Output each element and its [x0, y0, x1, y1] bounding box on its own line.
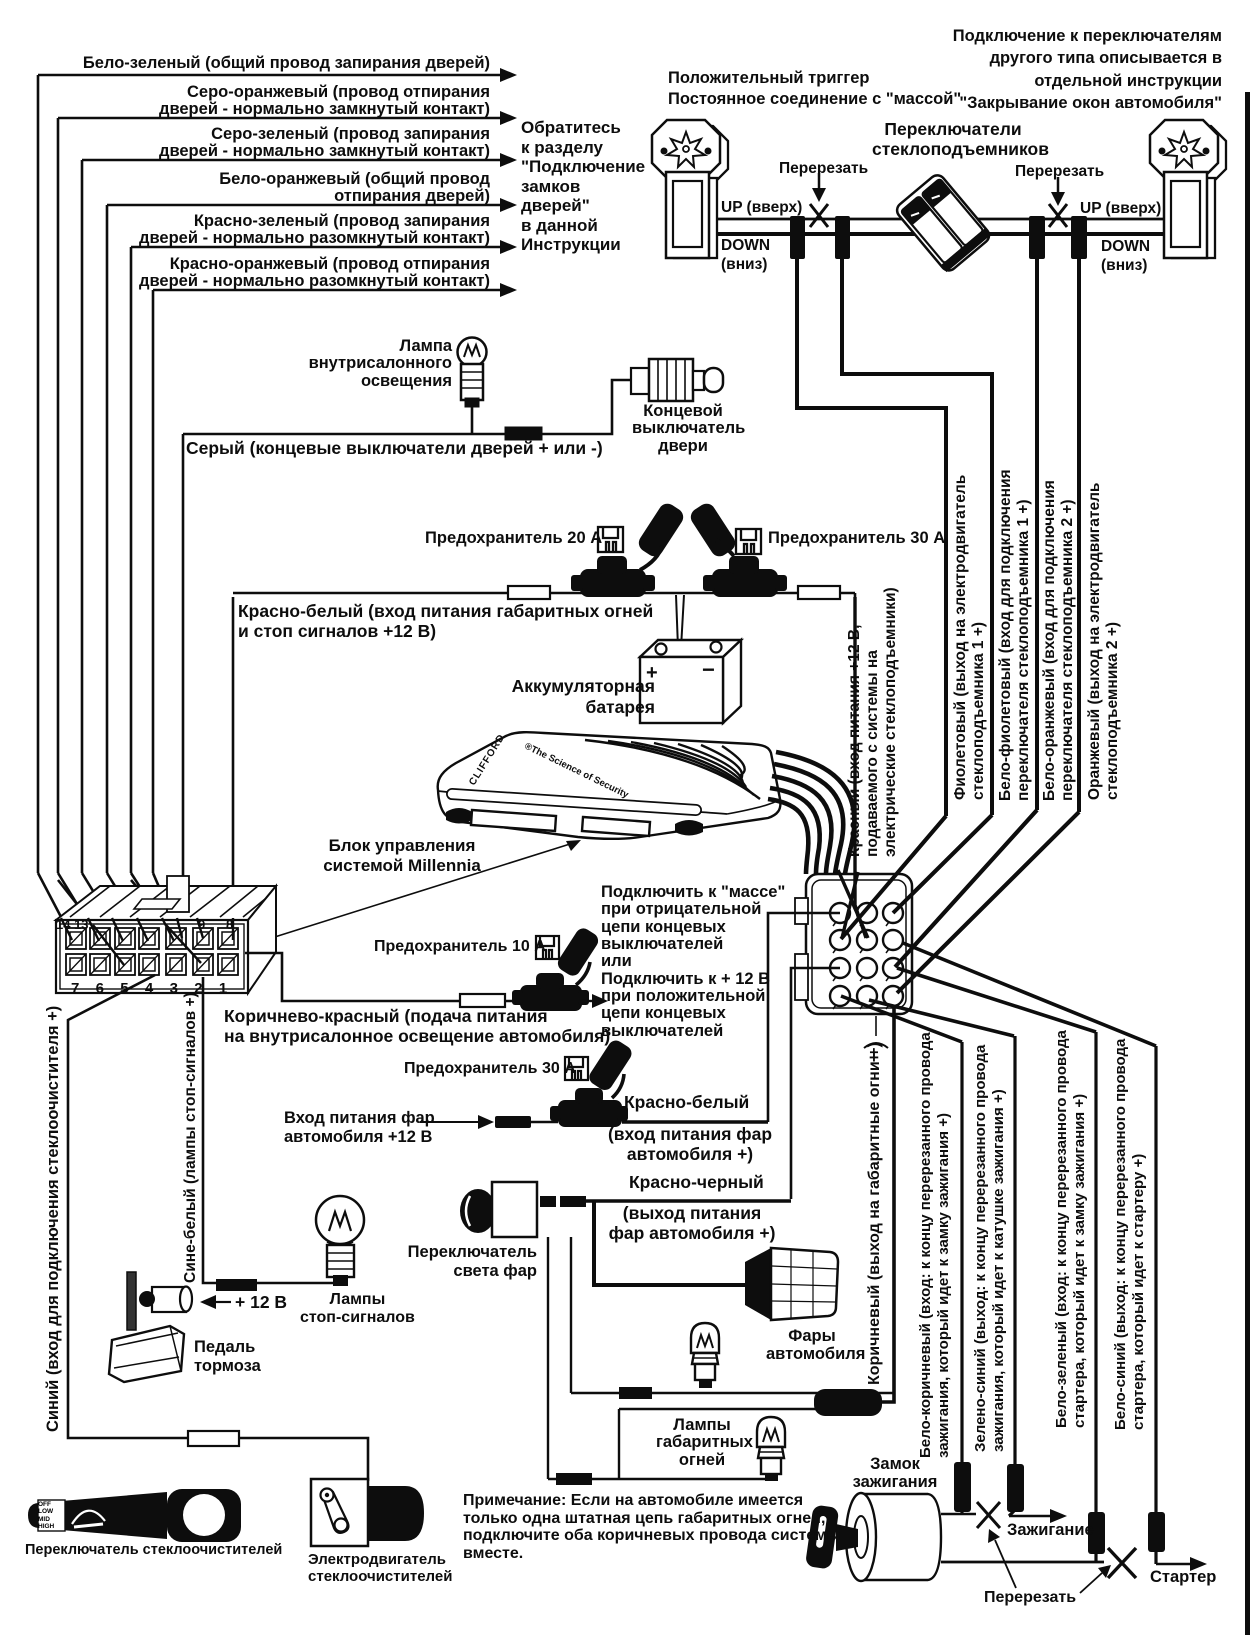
- svg-text:−: −: [702, 657, 715, 682]
- svg-text:+: +: [869, 1048, 879, 1067]
- svg-text:+: +: [646, 662, 658, 684]
